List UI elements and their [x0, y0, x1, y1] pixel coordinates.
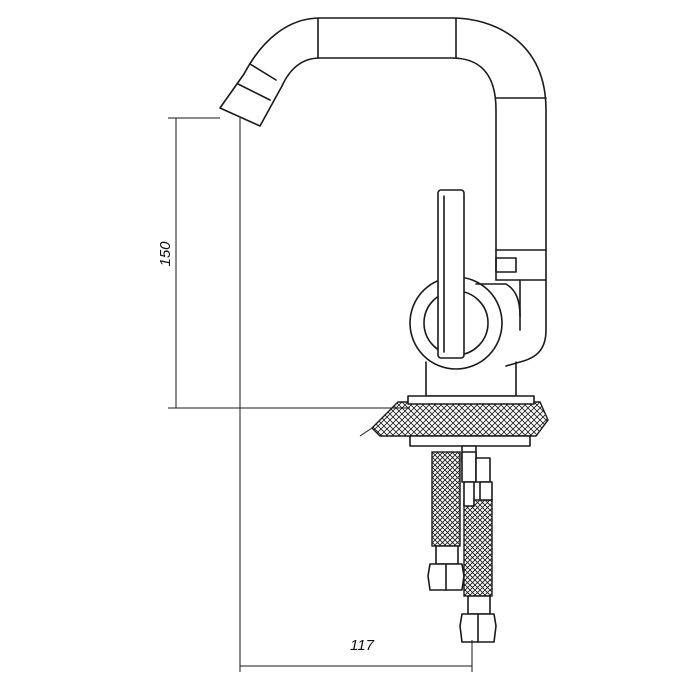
height-dimension: 150: [157, 117, 410, 409]
reach-dimension-value: 117: [350, 637, 375, 654]
right-hose-ferrule: [467, 595, 491, 615]
faucet-spout: [219, 17, 547, 281]
left-hose-ferrule: [435, 545, 459, 565]
faucet-body: [409, 276, 547, 397]
height-dimension-value: 150: [157, 241, 174, 267]
lever-handle: [437, 189, 465, 359]
right-hose-braid: [463, 499, 493, 597]
countertop-section: [359, 395, 549, 463]
supply-hoses: [427, 451, 497, 643]
reach-dimension: 117: [239, 118, 473, 672]
left-hose-braid: [431, 451, 461, 547]
